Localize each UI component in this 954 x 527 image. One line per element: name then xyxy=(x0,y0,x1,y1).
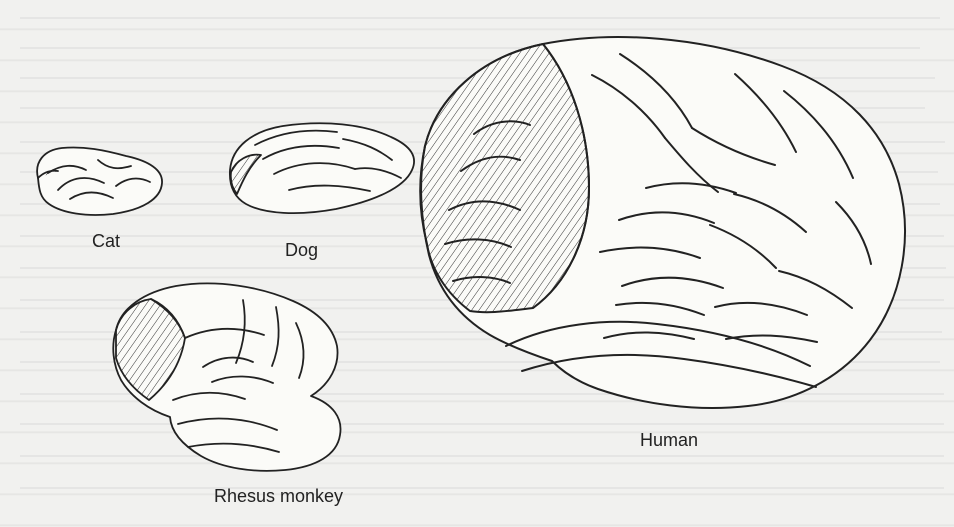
cat-brain xyxy=(37,147,162,215)
dog-label: Dog xyxy=(285,241,318,259)
cat-label: Cat xyxy=(92,232,120,250)
dog-brain xyxy=(230,123,414,213)
rhesus-monkey-label: Rhesus monkey xyxy=(214,487,343,505)
human-brain xyxy=(420,37,905,408)
human-label: Human xyxy=(640,431,698,449)
rhesus-brain xyxy=(113,283,340,470)
